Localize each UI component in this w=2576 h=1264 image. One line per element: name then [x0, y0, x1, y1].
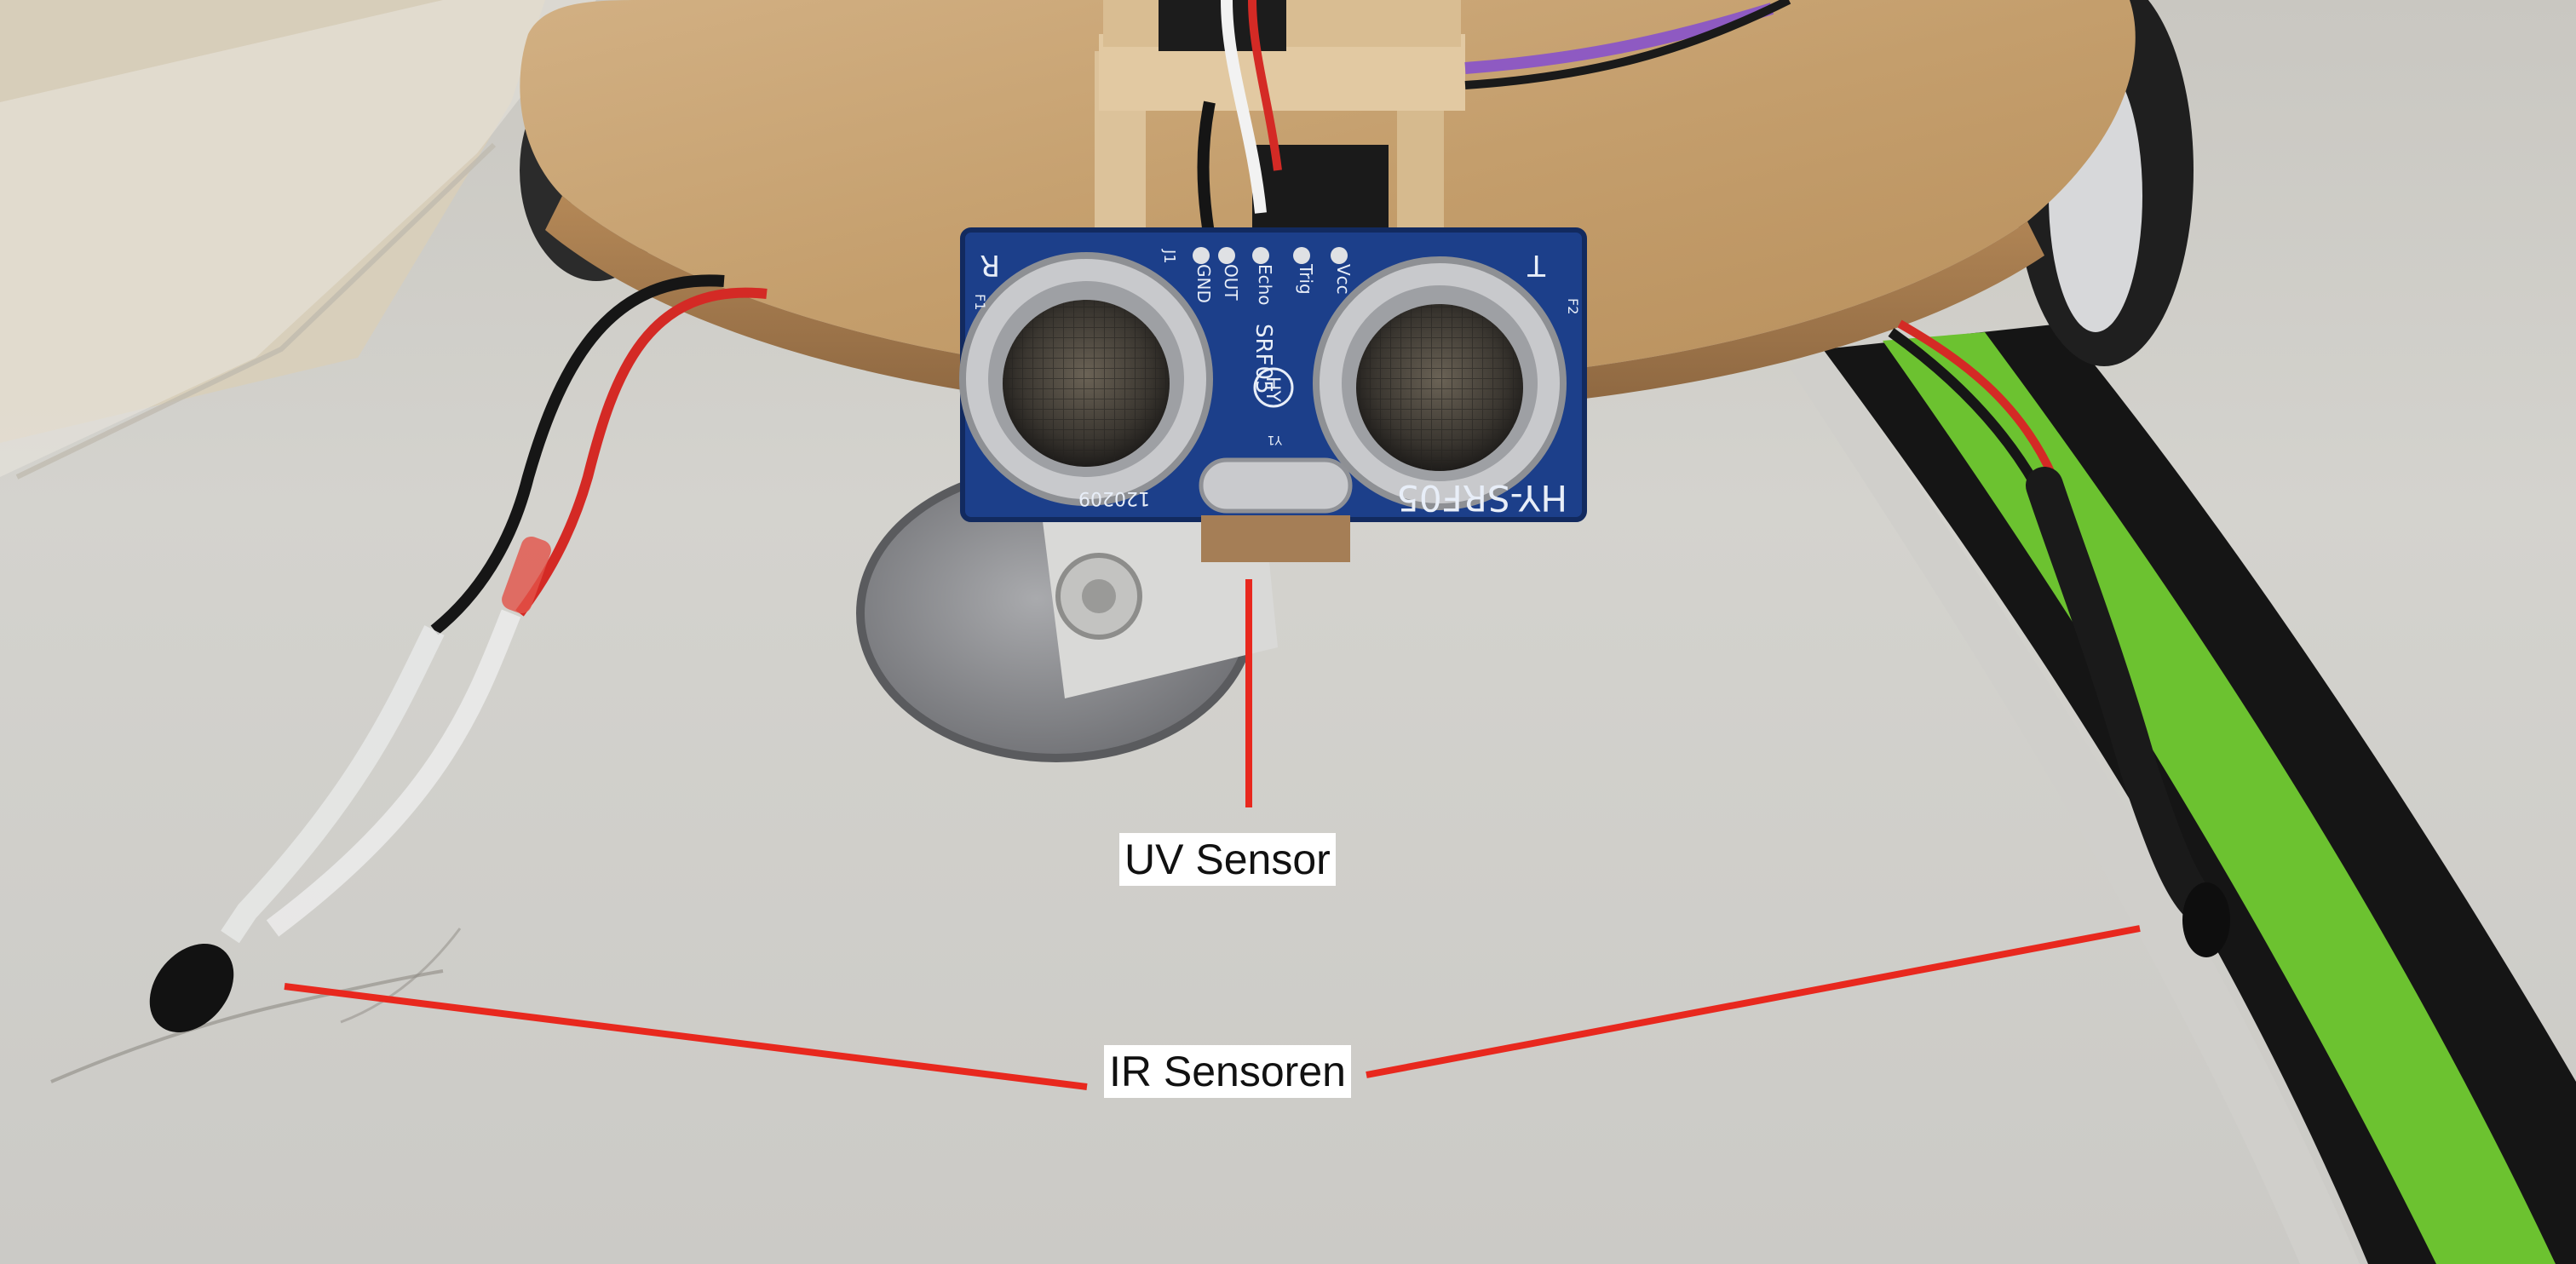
track-floor-gap — [1789, 349, 2360, 1264]
pcb-ref-j: J1 — [1160, 249, 1178, 264]
ir-annotation-line-left — [284, 983, 1088, 1090]
ir-left-heatshrink — [502, 536, 551, 614]
transducer-left-mesh-grid — [1003, 300, 1170, 467]
pin-pad — [1293, 247, 1310, 264]
pin-pad — [1218, 247, 1235, 264]
ultrasonic-sensor-board: R T F1 F2 J1 GND OUT Echo Trig Vcc SRF05… — [959, 227, 1587, 522]
pcb-serial: 120209 — [1078, 487, 1150, 508]
pcb-corner-left: R — [980, 248, 1000, 282]
floor-scuff — [340, 928, 462, 1024]
pin-pad — [1331, 247, 1348, 264]
wire-black-top — [1197, 101, 1216, 240]
uv-sensor-label: UV Sensor — [1119, 833, 1336, 886]
wire-red-top — [1248, 0, 1282, 171]
pcb-pin-echo: Echo — [1255, 264, 1275, 306]
sensor-mount-stub — [1201, 515, 1350, 562]
pcb-ref-right: F2 — [1565, 298, 1581, 314]
pcb-corner-right: T — [1527, 248, 1546, 282]
ir-annotation-line-right — [1366, 925, 2141, 1078]
pcb-brand-circle — [1253, 367, 1294, 408]
pcb-pin-vcc: Vcc — [1333, 264, 1354, 295]
wire-purple-2 — [1464, 0, 1791, 89]
ir-left-lead-1 — [221, 625, 445, 944]
plastic-edge — [15, 142, 497, 480]
ir-sensors-label: IR Sensoren — [1104, 1045, 1351, 1098]
pcb-ref-y: Y1 — [1268, 433, 1283, 446]
pin-pad — [1252, 247, 1269, 264]
pcb-ref-left: F1 — [972, 294, 988, 310]
pcb-pin-trig: Trig — [1296, 263, 1316, 295]
wooden-chassis-edge — [545, 196, 2044, 417]
floor-scuff — [50, 969, 444, 1083]
ir-left-led — [149, 944, 234, 1032]
track-green — [1883, 332, 2556, 1264]
ir-right-sleeve — [2026, 467, 2217, 922]
wire-purple — [1464, 3, 1774, 74]
pin-pad — [1193, 247, 1210, 264]
pcb-pin-gnd: GND — [1193, 264, 1214, 303]
transducer-right-mesh-grid — [1356, 304, 1523, 471]
ir-right-wire-red — [1897, 319, 2057, 480]
caster-axle-center — [1082, 579, 1116, 613]
wire-white — [1221, 0, 1267, 214]
pcb-side-print: HY-SRF05 — [1396, 477, 1567, 519]
crystal-oscillator — [1199, 457, 1353, 514]
ir-left-wire-red — [515, 287, 768, 617]
ir-right-led — [2182, 882, 2230, 957]
pcb-brand: HY — [1262, 376, 1283, 403]
ir-right-wire-black — [1888, 328, 2041, 488]
ir-left-lead-2 — [266, 609, 521, 937]
plastic-cover — [0, 0, 596, 477]
pcb-pin-out: OUT — [1221, 264, 1241, 301]
ir-left-wire-black — [430, 274, 725, 635]
